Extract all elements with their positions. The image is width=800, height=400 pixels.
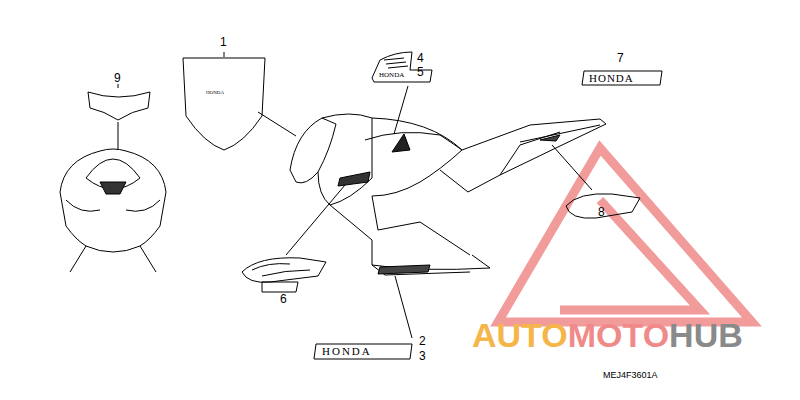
callout-number: 3 [419, 350, 426, 362]
watermark-text: MOTO [568, 318, 669, 352]
callout-number: 9 [114, 72, 121, 84]
callout-number: 7 [617, 52, 624, 64]
decal-text: HONDA [322, 346, 372, 357]
decal-text: HONDA [379, 72, 404, 79]
callout-number: 8 [598, 206, 605, 218]
part-code: MEJ4F3601A [603, 371, 658, 380]
watermark-text: AUTO [472, 318, 568, 352]
watermark-text: HUB [669, 318, 743, 352]
decal-text: HONDA [589, 73, 634, 84]
decal-text: HONDA [206, 90, 224, 95]
callout-number: 1 [220, 36, 227, 48]
callout-number: 4 [417, 52, 424, 64]
callout-number: 5 [417, 66, 424, 78]
callout-number: 2 [419, 335, 426, 347]
callout-number: 6 [280, 293, 287, 305]
